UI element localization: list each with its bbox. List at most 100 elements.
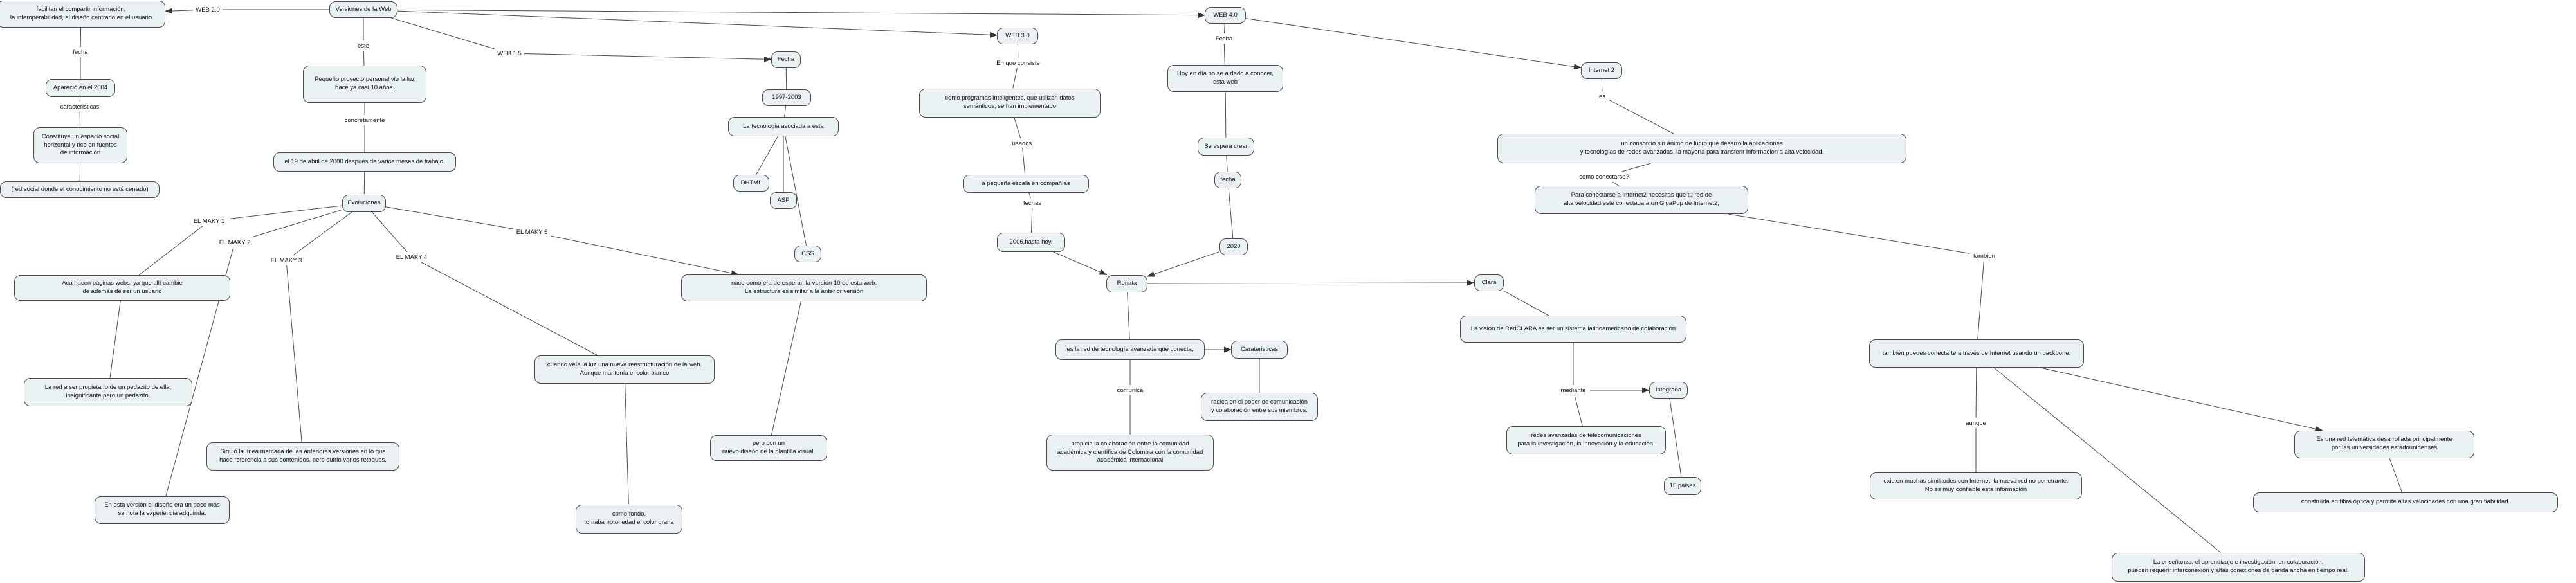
connector-nace-pero <box>771 301 801 436</box>
concept-carateristicas[interactable]: Carateristicas <box>1231 341 1288 359</box>
concept-aca[interactable]: Aca hacen páginas webs, ya que allí camb… <box>14 275 230 301</box>
connector-lbl_fecha40-hoy <box>1223 43 1225 66</box>
link-label-lbl_fecha40[interactable]: Fecha <box>1212 33 1236 44</box>
concept-evoluciones[interactable]: Evoluciones <box>342 194 386 212</box>
concept-renata[interactable]: Renata <box>1106 274 1147 292</box>
link-label-lbl_web20[interactable]: WEB 2.0 <box>193 4 223 15</box>
connector-lbl_tambien-tambienbox <box>1977 260 1984 340</box>
link-label-lbl_aunque[interactable]: aunque <box>1962 418 1989 428</box>
link-label-lbl_maky1[interactable]: EL MAKY 1 <box>190 216 228 226</box>
concept-redes[interactable]: redes avanzadas de telecomunicaciones pa… <box>1506 426 1666 454</box>
concept-para[interactable]: Para conectarse a Internet2 necesitas qu… <box>1535 186 1748 214</box>
concept-siguio[interactable]: Siguió la línea marcada de las anteriore… <box>206 442 399 471</box>
link-label-lbl_maky2[interactable]: EL MAKY 2 <box>216 237 253 247</box>
link-label-lbl_maky4[interactable]: EL MAKY 4 <box>393 252 430 262</box>
connector-lbl_este-pequeno <box>363 50 365 66</box>
concept-construida[interactable]: construida en fibra óptica y permite alt… <box>2253 492 2558 512</box>
link-label-lbl_enque[interactable]: En que consiste <box>990 58 1046 68</box>
connector-evoluciones-lbl_maky3 <box>293 211 352 256</box>
concept-nace[interactable]: nace como era de esperar, la versión 10 … <box>681 274 927 301</box>
concept-web40[interactable]: WEB 4.0 <box>1205 7 1246 24</box>
concept-asp[interactable]: ASP <box>770 192 797 209</box>
concept-enesta[interactable]: En esta versión el diseño era un poco má… <box>95 496 230 524</box>
concept-cuando[interactable]: cuando veía la luz una nueva reestructur… <box>534 355 715 384</box>
link-label-lbl_maky3[interactable]: EL MAKY 3 <box>268 255 305 265</box>
concept-comofondo[interactable]: como fondo, tomaba notoriedad el color g… <box>576 504 682 534</box>
concept-paises15[interactable]: 15 paises <box>1664 477 1701 495</box>
concept-facilitan[interactable]: facilitan el compartir información, la i… <box>0 1 165 28</box>
connector-web40-lbl_fecha40 <box>1223 23 1225 34</box>
concept-fecha15[interactable]: Fecha <box>771 51 801 68</box>
concept-existen[interactable]: existen muchas similitudes con Internet,… <box>1870 472 2082 499</box>
connector-y2006-renata <box>1053 251 1108 275</box>
concept-dhtml[interactable]: DHTML <box>733 175 769 192</box>
concept-propicia[interactable]: propicia la colaboración entre la comuni… <box>1046 435 1214 471</box>
connector-consorcio-lbl_comocon <box>1621 163 1651 172</box>
link-label-lbl_caract[interactable]: caracteristicas <box>51 102 108 112</box>
concept-internet2[interactable]: Internet 2 <box>1581 62 1622 79</box>
connector-abril19-evoluciones <box>363 171 365 195</box>
concept-comoprog[interactable]: como programas inteligentes, que utiliza… <box>919 88 1101 118</box>
link-label-lbl_concret[interactable]: concretamente <box>340 115 390 125</box>
concept-web30[interactable]: WEB 3.0 <box>997 28 1038 44</box>
link-label-lbl_mediante[interactable]: mediante <box>1557 385 1590 395</box>
link-label-lbl_tambien[interactable]: tambien <box>1969 251 1999 261</box>
concept-versiones[interactable]: Versiones de la Web <box>329 1 397 18</box>
concept-constituye[interactable]: Constituye un espacio social horizontal … <box>33 127 127 163</box>
concept-integrada[interactable]: Integrada <box>1649 382 1688 399</box>
concept-hoy[interactable]: Hoy en día no se a dado a conocer, esta … <box>1167 65 1283 92</box>
concept-aparecio[interactable]: Apareció en el 2004 <box>46 79 115 97</box>
connector-renata-esred <box>1127 292 1130 340</box>
concept-y1997[interactable]: 1997-2003 <box>762 89 811 106</box>
connector-lbl_mediante-redes <box>1574 395 1583 427</box>
concept-tambienbox[interactable]: también puedes conectarte a través de In… <box>1869 339 2084 368</box>
connector-para-lbl_tambien <box>1728 213 1970 254</box>
concept-ensenanza[interactable]: La enseñanza, el aprendizaje e investiga… <box>2112 552 2365 582</box>
concept-y2020[interactable]: 2020 <box>1219 238 1248 255</box>
link-label-lbl_este[interactable]: este <box>353 40 374 51</box>
link-label-lbl_es[interactable]: es <box>1596 91 1609 102</box>
concept-abril19[interactable]: el 19 de abril de 2000 después de varios… <box>273 152 456 172</box>
connector-versiones-web40 <box>397 9 1205 19</box>
connector-lbl_maky3-siguio <box>286 265 302 443</box>
link-label-lbl_web15[interactable]: WEB 1.5 <box>495 48 524 58</box>
link-label-lbl_maky5[interactable]: EL MAKY 5 <box>513 227 551 237</box>
concept-clara[interactable]: Clara <box>1474 274 1504 291</box>
connector-esredtele-construida <box>2389 458 2402 492</box>
connector-tambienbox-lbl_aunque <box>1975 367 1977 418</box>
link-label-lbl_comocon[interactable]: como conectarse? <box>1574 172 1634 182</box>
connector-clara-vision <box>1503 291 1549 316</box>
connector-evoluciones-lbl_maky4 <box>371 211 408 253</box>
link-label-lbl_fecha1[interactable]: fecha <box>69 47 92 57</box>
concept-esredtele[interactable]: Es una red telemática desarrollada princ… <box>2294 430 2474 458</box>
concept-redsocial[interactable]: (red social donde el conocimiento no est… <box>0 181 160 198</box>
concept-fechasm[interactable]: fecha <box>1214 172 1241 188</box>
connector-lbl_web15-fecha15 <box>524 53 772 62</box>
connector-tambienbox-esredtele <box>2040 367 2323 432</box>
concept-consorcio[interactable]: un consorcio sin ánimo de lucro que desa… <box>1497 134 1906 163</box>
link-label-lbl_usados[interactable]: usados <box>1009 138 1036 148</box>
connector-evoluciones-lbl_maky1 <box>227 205 343 220</box>
concept-lared[interactable]: La red a ser propietario de un pedazito … <box>24 378 192 406</box>
concept-radica[interactable]: radica en el poder de comunicación y col… <box>1201 393 1318 421</box>
concept-pequeno[interactable]: Pequeño proyecto personal vio la luz hac… <box>303 66 426 103</box>
concept-css[interactable]: CSS <box>794 246 821 262</box>
connector-fechasm-y2020 <box>1228 188 1234 239</box>
connector-cuando-comofondo <box>625 383 629 505</box>
concept-pero[interactable]: pero con un nuevo diseño de la plantilla… <box>710 435 827 461</box>
link-label-lbl_comunica[interactable]: comunica <box>1113 385 1147 395</box>
concept-apequena[interactable]: a pequeña escala en compañías <box>963 175 1089 193</box>
concept-y2006[interactable]: 2006,hasta hoy. <box>997 233 1065 252</box>
connector-tecnologia-dhtml <box>755 136 778 175</box>
concept-vision[interactable]: La visión de RedCLARA es ser un sistema … <box>1460 316 1686 343</box>
connector-comoprog-lbl_usados <box>1014 117 1021 139</box>
connector-lbl_fechas-y2006 <box>1030 208 1033 233</box>
connector-lbl_maky4-cuando <box>421 262 598 356</box>
concept-tecnologia[interactable]: La tecnologia asociada a esta <box>728 117 839 136</box>
link-label-lbl_fechas[interactable]: fechas <box>1019 198 1046 208</box>
concept-esred[interactable]: es la red de tecnología avanzada que con… <box>1055 339 1205 360</box>
connector-lbl_maky5-nace <box>550 235 739 276</box>
concept-espera[interactable]: Se espera crear <box>1198 138 1254 156</box>
connector-y2020-renata <box>1147 251 1220 277</box>
